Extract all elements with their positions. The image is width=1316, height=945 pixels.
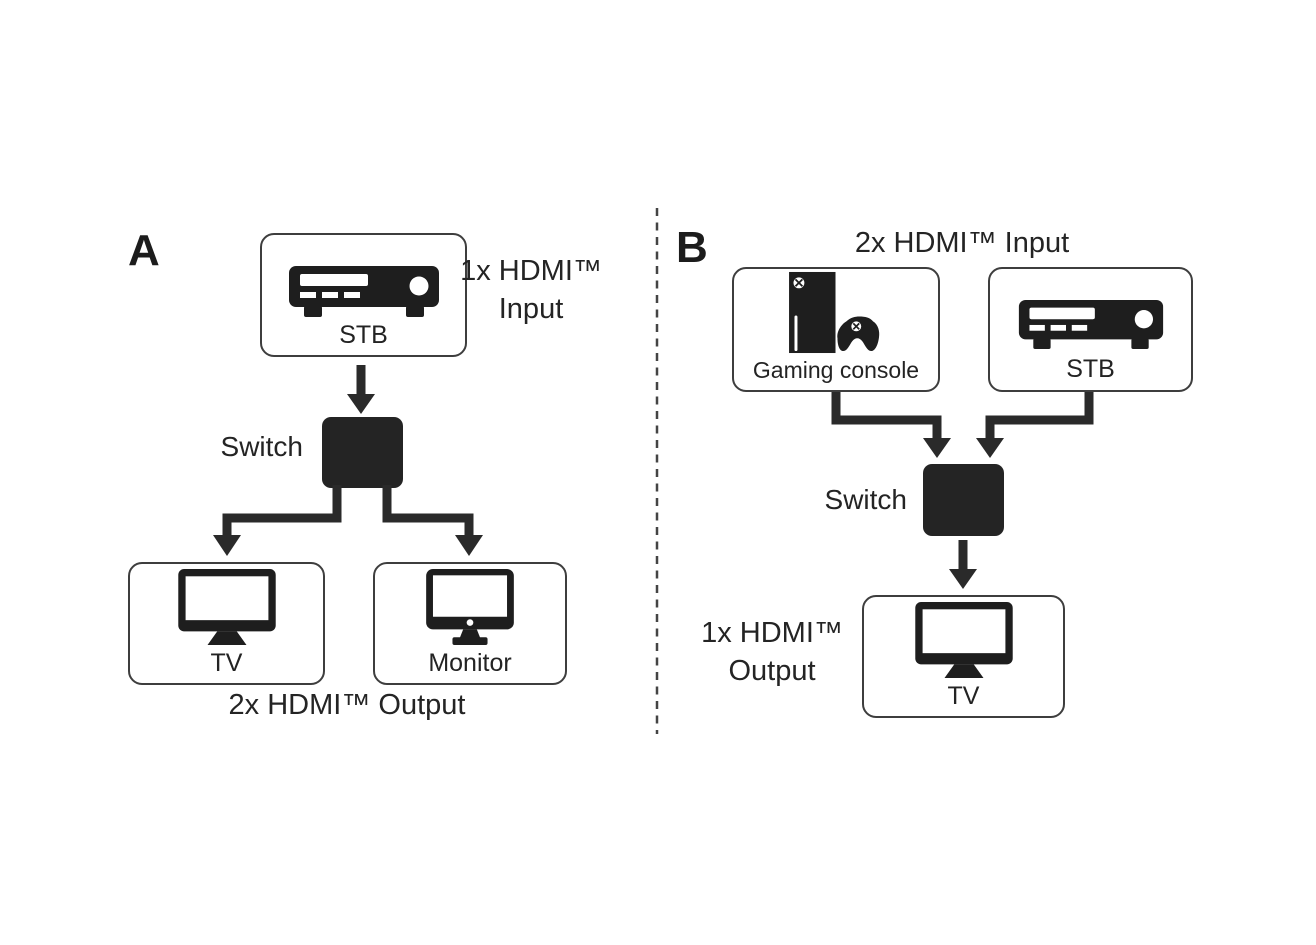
elbow-connector-inputs-b bbox=[831, 392, 1094, 458]
arrow-down-icon bbox=[949, 540, 977, 589]
annotation-output-b: 1x HDMI™ Output bbox=[672, 614, 872, 690]
device-label: TV bbox=[947, 682, 980, 710]
stb-icon bbox=[1018, 299, 1163, 349]
panel-a-label: A bbox=[128, 226, 160, 275]
switch-b-label: Switch bbox=[824, 484, 907, 515]
annotation-output-a: 2x HDMI™ Output bbox=[228, 689, 466, 721]
tv-icon bbox=[177, 569, 276, 645]
annotation-line: Output bbox=[728, 655, 816, 687]
switch-b-block bbox=[923, 464, 1004, 536]
device-box-tv-a: TV bbox=[128, 562, 325, 685]
annotation-line: 1x HDMI™ bbox=[701, 617, 843, 649]
device-box-monitor-a: Monitor bbox=[373, 562, 567, 685]
monitor-icon bbox=[426, 569, 514, 645]
gaming-console-icon bbox=[789, 271, 880, 354]
device-label: TV bbox=[210, 649, 243, 677]
device-box-gaming-console-b: Gaming console bbox=[732, 267, 940, 392]
device-box-tv-b: TV bbox=[862, 595, 1065, 718]
stb-icon bbox=[288, 266, 439, 317]
switch-a-block bbox=[322, 417, 403, 488]
elbow-connector-outputs-a bbox=[213, 485, 483, 556]
annotation-line: 1x HDMI™ bbox=[460, 255, 602, 287]
annotation-line: Input bbox=[498, 293, 564, 325]
annotation-input-b: 2x HDMI™ Input bbox=[854, 227, 1070, 259]
arrow-down-icon bbox=[347, 365, 375, 414]
device-label: STB bbox=[1066, 355, 1115, 383]
panel-divider-dashed-line bbox=[655, 208, 659, 734]
panel-b-label: B bbox=[676, 223, 708, 272]
device-box-stb-a: STB bbox=[260, 233, 467, 357]
device-box-stb-b: STB bbox=[988, 267, 1193, 392]
annotation-input-a: 1x HDMI™ Input bbox=[431, 252, 631, 328]
device-label: Monitor bbox=[428, 649, 512, 677]
tv-icon bbox=[914, 602, 1013, 678]
device-label: Gaming console bbox=[752, 357, 920, 383]
device-label: STB bbox=[339, 321, 388, 349]
switch-a-label: Switch bbox=[220, 431, 303, 462]
